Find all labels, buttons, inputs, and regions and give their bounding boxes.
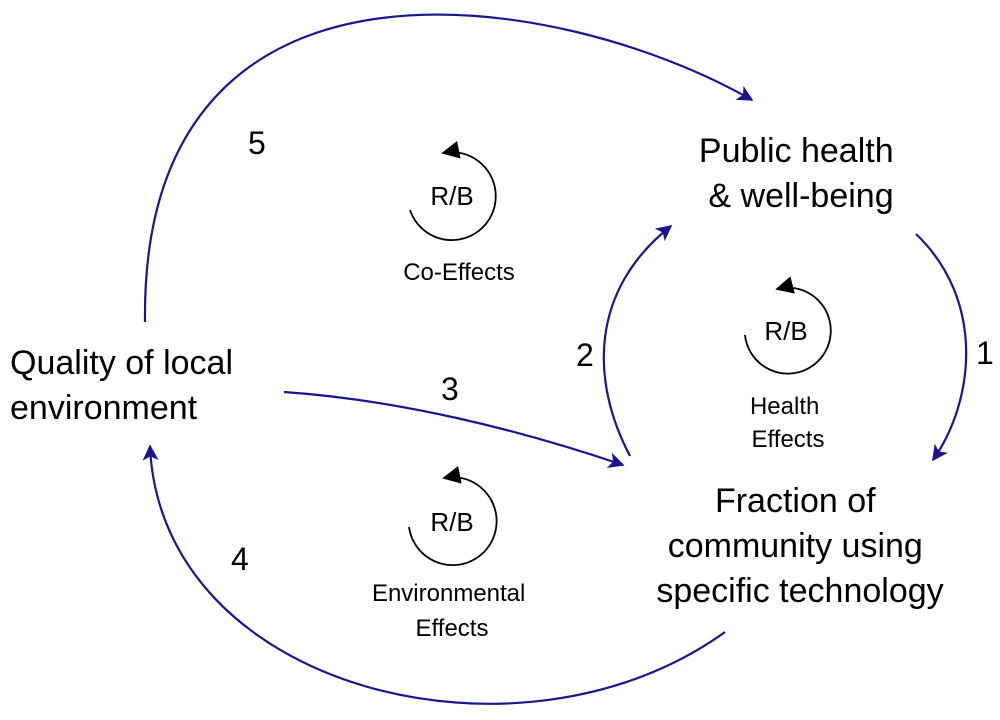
loop-environmental-effects-label-line-1: Environmental (372, 580, 525, 607)
node-public-health-line-1: Public health (699, 132, 894, 170)
node-quality-line-1: Quality of local (10, 344, 233, 382)
node-public-health-line-2: & well-being (708, 177, 893, 215)
link-5-arrow (143, 13, 754, 323)
node-fraction-line-3: specific technology (656, 572, 943, 610)
link-label-4: 4 (231, 541, 249, 577)
link-1-arrow (915, 233, 968, 462)
loop-health-effects-sign: R/B (764, 316, 807, 346)
loop-health-effects: R/B Health Effects (744, 276, 832, 453)
loop-co-effects-label-line-1: Co-Effects (403, 259, 515, 286)
node-quality-environment: Quality of local environment (10, 344, 242, 427)
link-2-arrow (602, 225, 673, 457)
link-4-arrow (142, 444, 726, 705)
link-label-3: 3 (441, 371, 459, 407)
loop-health-effects-arrow-icon (744, 276, 832, 375)
loop-co-effects-arrow-icon (409, 140, 497, 242)
loop-health-effects-label: Health Effects (750, 393, 826, 453)
loop-health-effects-label-line-2: Effects (752, 426, 825, 453)
link-label-1: 1 (976, 335, 994, 371)
loop-co-effects: R/B Co-Effects (403, 140, 515, 286)
node-fraction-community: Fraction of community using specific tec… (656, 482, 943, 610)
loop-health-effects-label-line-1: Health (750, 393, 819, 420)
loop-environmental-effects-label-line-2: Effects (416, 615, 489, 642)
link-3-arrow (283, 390, 625, 468)
link-label-2: 2 (576, 337, 594, 373)
node-fraction-line-1: Fraction of (715, 482, 876, 520)
loop-environmental-effects-label: Environmental Effects (372, 580, 532, 642)
loop-co-effects-label: Co-Effects (403, 259, 515, 286)
loop-environmental-effects-arrow-icon (408, 466, 498, 567)
loop-environmental-effects-sign: R/B (430, 507, 473, 537)
loop-environmental-effects: R/B Environmental Effects (372, 466, 532, 642)
link-label-5: 5 (248, 125, 266, 161)
node-public-health: Public health & well-being (699, 132, 903, 215)
node-quality-line-2: environment (10, 389, 198, 427)
loop-co-effects-sign: R/B (430, 181, 473, 211)
node-fraction-line-2: community using (668, 527, 923, 565)
